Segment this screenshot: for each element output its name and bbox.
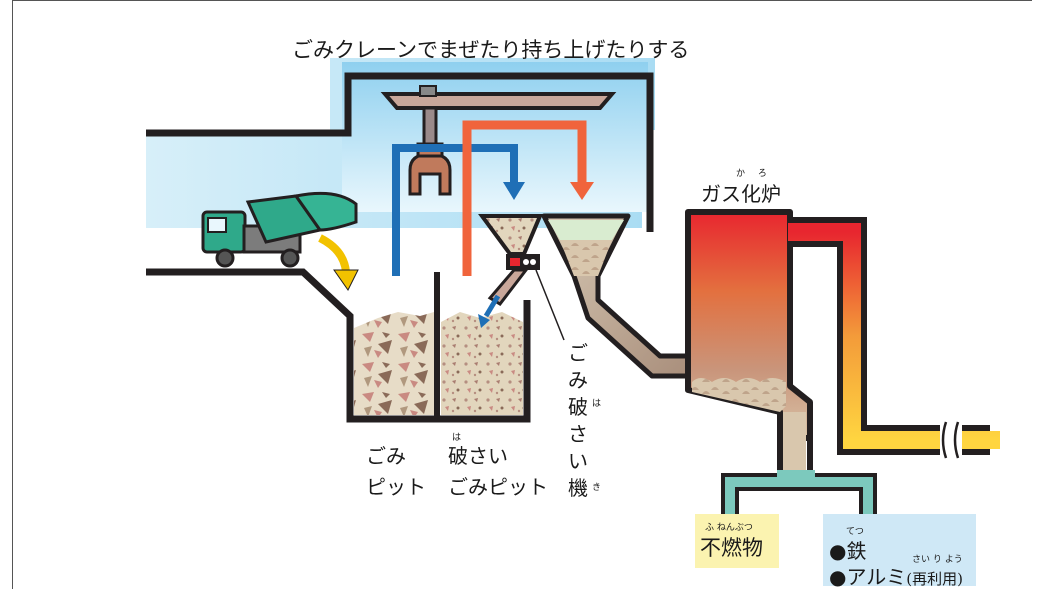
garbage-pit-label-line2: ピット — [366, 475, 426, 499]
output-duct — [721, 470, 877, 518]
crusher-ruby-ki: き — [592, 483, 602, 493]
recycle-text: (再利用) — [906, 570, 963, 588]
garbage-truck — [201, 191, 358, 268]
iron-label: ●鉄 — [829, 539, 867, 563]
furnace-chute — [541, 213, 699, 379]
crusher-ruby-ha: は — [592, 399, 602, 409]
gas-furnace — [685, 209, 813, 482]
exhaust-pipe — [788, 217, 1000, 459]
metal-box — [823, 514, 976, 586]
crushed-pit-label: 破さい ごみピット — [448, 441, 548, 503]
crusher-label: ごみ破さい機 — [568, 341, 588, 500]
crushed-pit-ruby: は — [452, 433, 462, 443]
blue-arrow — [392, 144, 525, 276]
orange-arrow — [462, 120, 594, 276]
furnace-label: ガス化炉 — [701, 182, 781, 206]
yellow-arrow — [318, 234, 359, 291]
aluminum-label: ●アルミ(再利用) — [829, 561, 963, 590]
aluminum-text: ●アルミ — [829, 565, 907, 589]
garbage-pit-label: ごみ ピット — [366, 441, 426, 503]
garbage-pit — [354, 312, 434, 415]
crusher-hopper — [478, 214, 565, 341]
recycle-ruby: さい り よう — [912, 555, 963, 565]
ash-label: 不燃物 — [700, 536, 763, 560]
crane-caption: ごみクレーンでまぜたり持ち上げたりする — [292, 38, 690, 62]
figure-frame — [12, 0, 1032, 589]
iron-ruby: てつ — [846, 527, 864, 537]
crushed-pit-label-line1: 破さい — [448, 444, 508, 468]
crushed-pit-label-line2: ごみピット — [448, 475, 548, 499]
ash-ruby: ふ ねんぶつ — [705, 523, 753, 533]
crushed-garbage-pit — [441, 312, 523, 415]
ash-box — [695, 514, 779, 568]
garbage-pit-label-line1: ごみ — [366, 444, 406, 468]
furnace-ruby: か ろ — [736, 169, 772, 179]
